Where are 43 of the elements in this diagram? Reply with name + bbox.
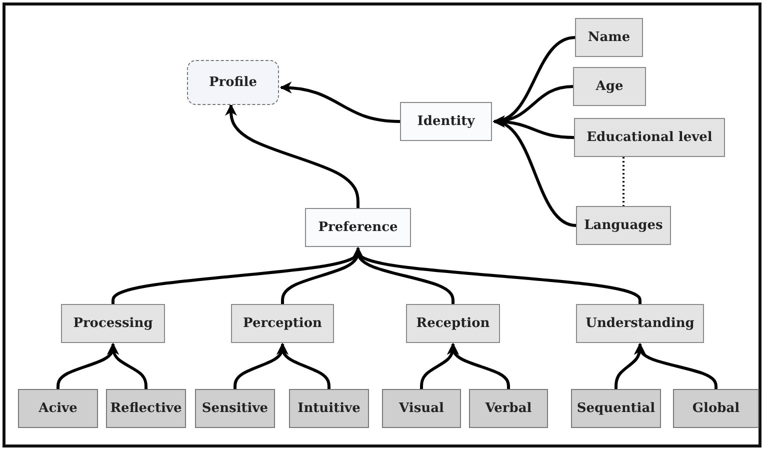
style-box — [18, 389, 98, 428]
style-box — [195, 389, 275, 428]
profile-box — [187, 60, 279, 105]
style-box — [382, 389, 461, 428]
arrow — [492, 118, 576, 227]
box-label: Name — [588, 30, 630, 45]
box-label: Acive — [38, 401, 78, 416]
attribute-box — [573, 67, 646, 106]
style-box — [469, 389, 548, 428]
attribute-box — [574, 118, 725, 157]
box-label: Visual — [399, 401, 444, 416]
arrow — [280, 82, 400, 123]
box-label: Profile — [209, 75, 257, 90]
box-label: Educational level — [586, 130, 712, 145]
attribute-box — [576, 206, 671, 245]
arrow — [225, 104, 360, 208]
box-label: Processing — [73, 316, 153, 331]
box-label: Understanding — [586, 316, 694, 331]
box-label: Reception — [416, 316, 490, 331]
attribute-box — [231, 304, 334, 343]
attribute-box — [406, 304, 500, 343]
box-label: Identity — [417, 114, 475, 129]
attribute-box — [575, 18, 643, 57]
style-box — [289, 389, 369, 428]
attribute-box — [576, 304, 704, 343]
box-label: Age — [596, 79, 624, 94]
dotted-line — [622, 157, 624, 206]
box-label: Intuitive — [298, 401, 360, 416]
style-box — [106, 389, 186, 428]
attribute-box — [61, 304, 165, 343]
box-label: Global — [692, 401, 740, 416]
box-label: Preference — [318, 220, 398, 235]
box-label: Sequential — [576, 401, 656, 416]
box-label: Reflective — [110, 401, 182, 416]
category-box — [400, 102, 492, 141]
box-label: Perception — [243, 316, 322, 331]
style-box — [673, 389, 759, 428]
box-label: Languages — [584, 218, 663, 233]
category-box — [305, 208, 411, 247]
arrow — [107, 342, 148, 389]
box-label: Sensitive — [202, 401, 268, 416]
style-box — [571, 389, 661, 428]
box-label: Verbal — [485, 401, 532, 416]
